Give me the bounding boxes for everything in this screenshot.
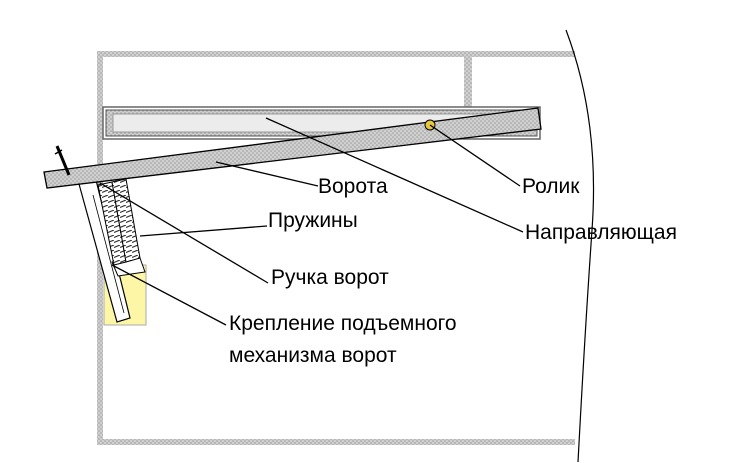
label-rolik: Ролик xyxy=(522,175,580,198)
gate-handle xyxy=(54,145,71,176)
leader-lines xyxy=(99,117,524,326)
wall-curve xyxy=(565,29,595,463)
label-vorota: Ворота xyxy=(318,175,388,198)
label-napravlyayushchaya: Направляющая xyxy=(525,221,677,244)
gate-beam xyxy=(43,107,542,189)
label-kreplenie-line1: Крепление подъемного xyxy=(229,312,457,335)
label-kreplenie-line2: механизма ворот xyxy=(229,344,397,367)
label-pruzhiny: Пружины xyxy=(268,209,358,232)
label-ruchka-vorot: Ручка ворот xyxy=(271,266,389,289)
lift-arm xyxy=(78,179,146,323)
springs xyxy=(97,178,141,266)
